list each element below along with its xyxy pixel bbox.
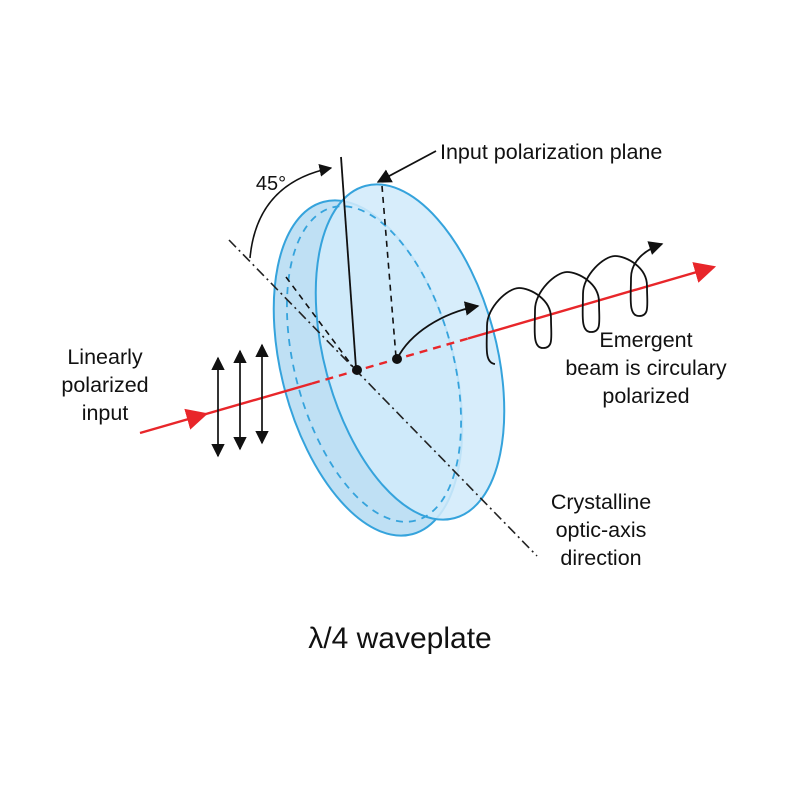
emergent-line3: polarized xyxy=(602,384,689,408)
waveplate-disc xyxy=(272,183,506,537)
beam-mid-arrowhead xyxy=(184,408,209,430)
beam xyxy=(139,262,717,435)
polarization-plane-back-dashed-line xyxy=(285,276,354,368)
circular-polarization-helix xyxy=(485,241,664,365)
disc-front-face xyxy=(314,183,506,521)
linear-input-line3: input xyxy=(82,401,129,425)
optic-axis-line3: direction xyxy=(560,546,641,570)
angle-arc xyxy=(249,164,333,259)
linear-input-line1: Linearly xyxy=(67,345,143,369)
optic-axis-line2: optic-axis xyxy=(556,518,647,542)
polarization-plane-front-line xyxy=(340,156,357,369)
beam-entry-dot xyxy=(352,365,362,375)
optic-axis-label: Crystalline optic-axis direction xyxy=(551,490,651,570)
emergent-beam-label: Emergent beam is circulary polarized xyxy=(565,328,727,408)
emergent-lead-arrow xyxy=(396,301,480,360)
input-plane-pointer-arrow xyxy=(376,150,437,183)
optic-axis-line xyxy=(228,239,538,557)
beam-right-segment xyxy=(467,262,717,340)
linear-polarization-arrows xyxy=(211,343,269,458)
optic-axis-line1: Crystalline xyxy=(551,490,651,514)
linear-input-label: Linearly polarized input xyxy=(61,345,148,425)
emergent-line1: Emergent xyxy=(599,328,692,352)
input-plane-label: Input polarization plane xyxy=(440,140,662,164)
angle-label: 45° xyxy=(256,173,286,195)
beam-left-segment xyxy=(139,382,313,435)
emergent-line2: beam is circulary xyxy=(565,356,727,380)
linear-input-line2: polarized xyxy=(61,373,148,397)
diagram-title: λ/4 waveplate xyxy=(308,622,491,655)
